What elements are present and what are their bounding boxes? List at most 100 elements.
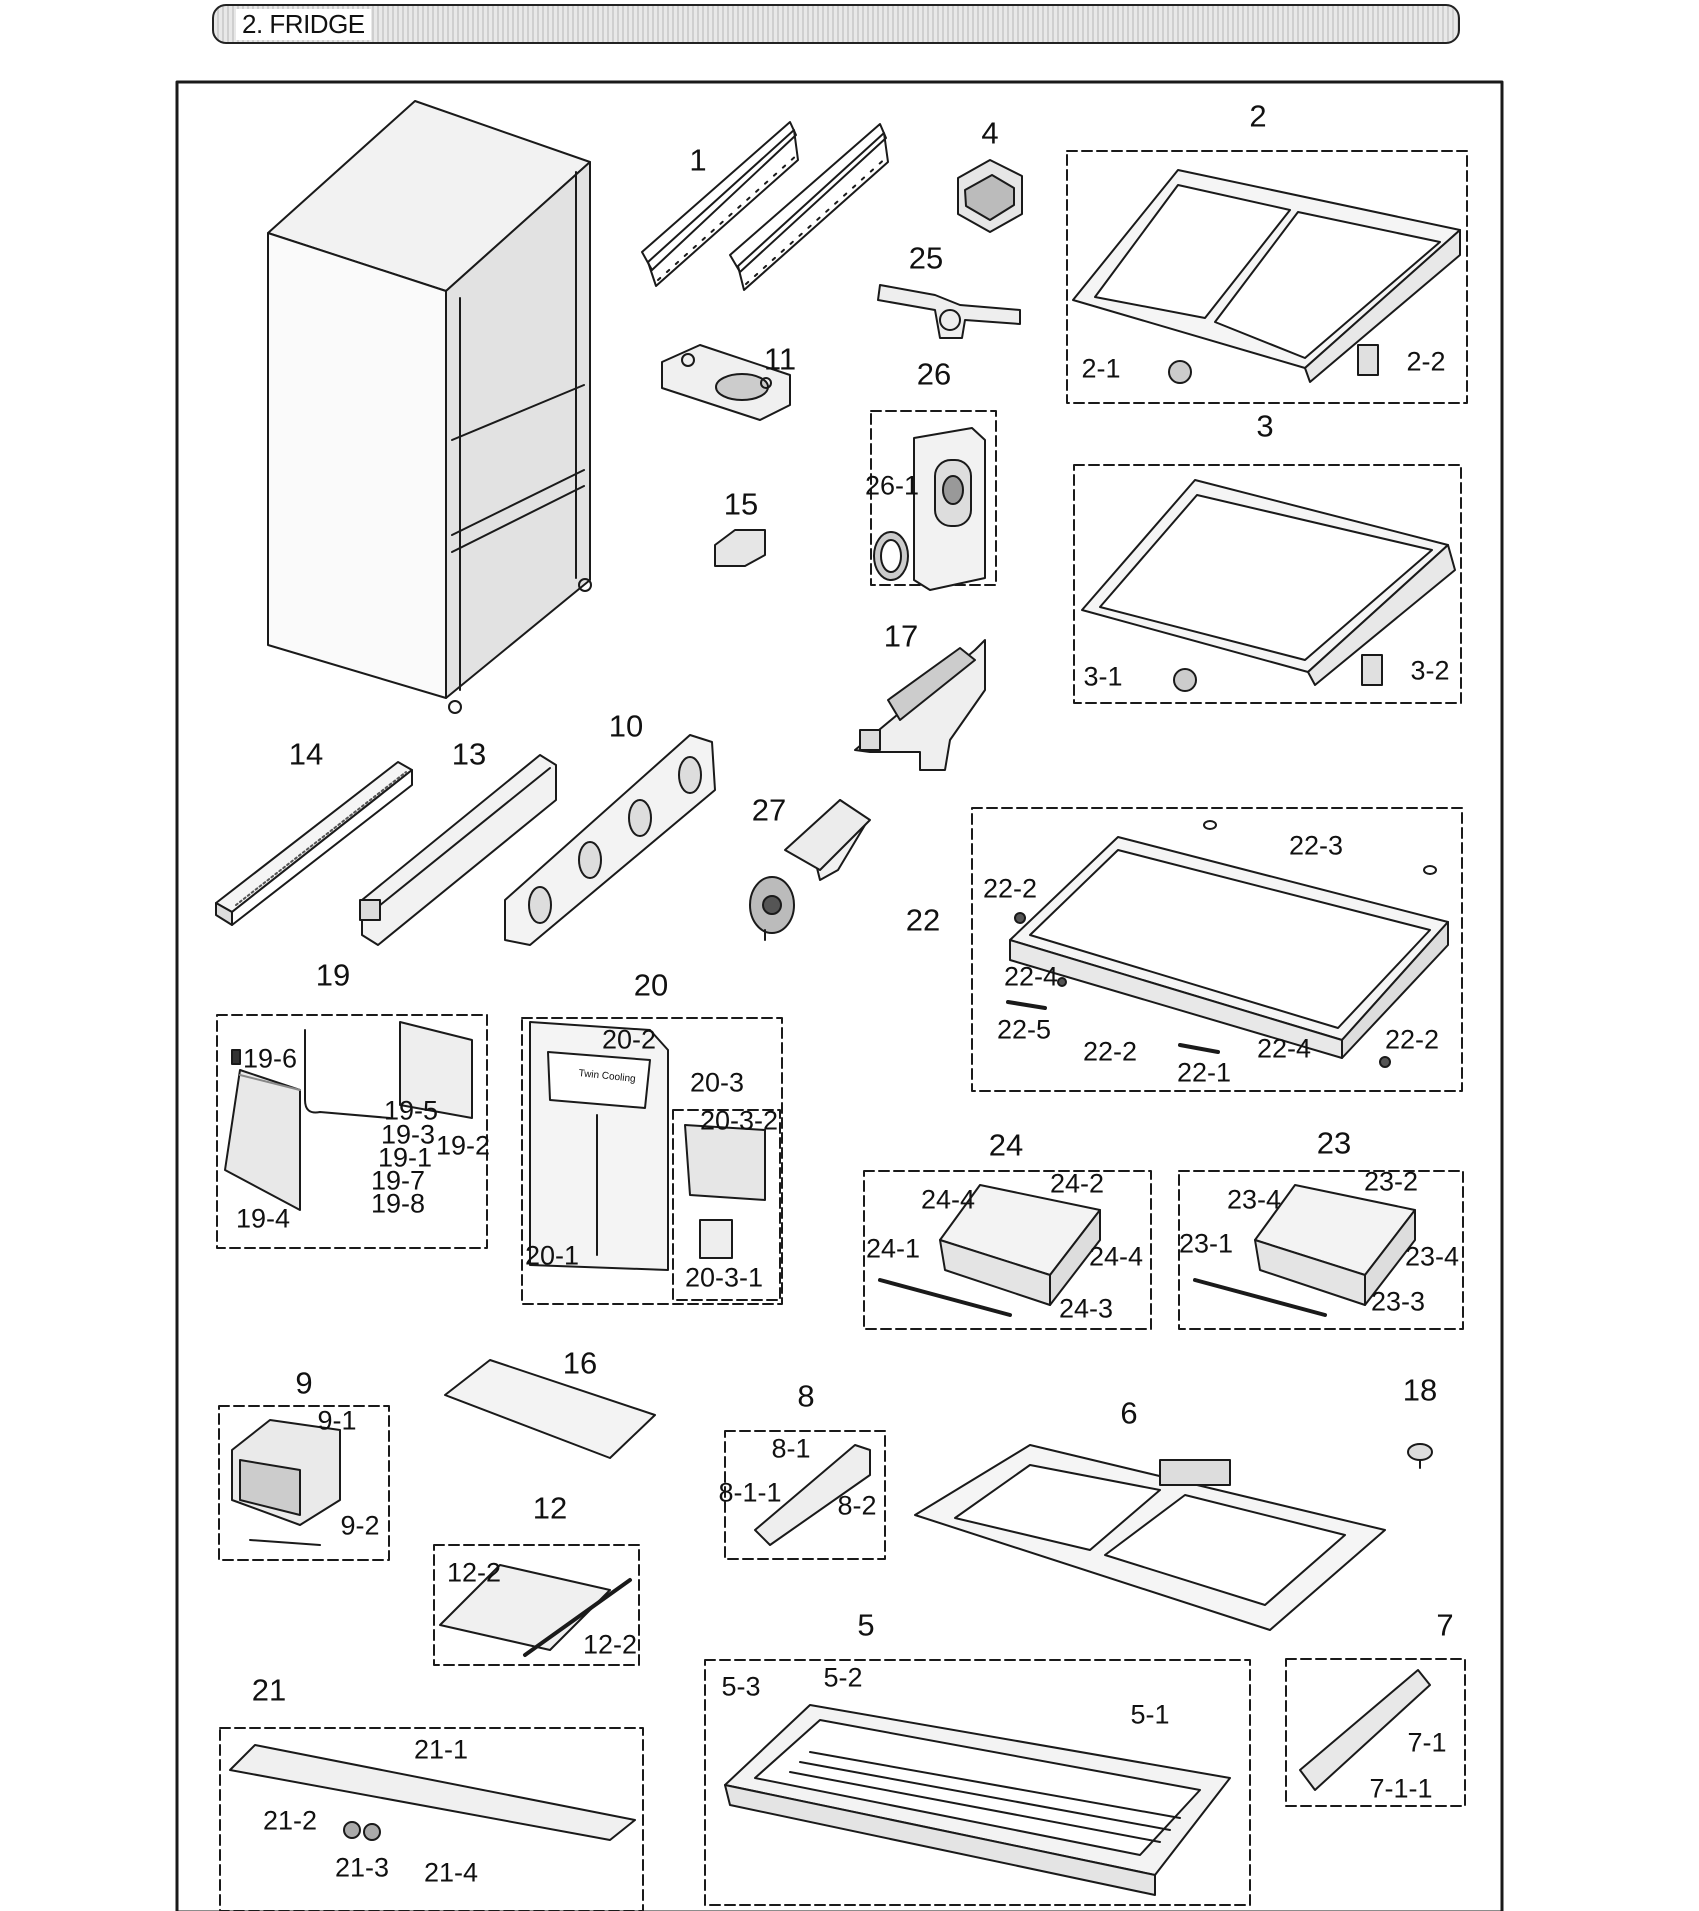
label-22-2a: 22-2 — [982, 873, 1038, 904]
label-13: 13 — [451, 736, 487, 772]
part-9-group — [218, 1405, 390, 1561]
part-7-group — [1285, 1658, 1466, 1807]
label-21: 21 — [251, 1672, 287, 1708]
part-19-group — [216, 1014, 488, 1249]
label-2-2: 2-2 — [1406, 346, 1446, 377]
label-20-2: 20-2 — [601, 1024, 657, 1055]
part-26 — [873, 427, 986, 591]
part-24-tray — [878, 1184, 1101, 1317]
label-9: 9 — [295, 1365, 313, 1401]
label-8-1-1: 8-1-1 — [718, 1477, 782, 1508]
part-20-group — [521, 1017, 783, 1305]
label-21-4: 21-4 — [423, 1857, 479, 1888]
label-3: 3 — [1256, 408, 1274, 444]
label-23-3: 23-3 — [1370, 1286, 1426, 1317]
label-4: 4 — [981, 115, 999, 151]
label-22-1: 22-1 — [1176, 1057, 1232, 1088]
label-1: 1 — [689, 142, 707, 178]
part-14 — [215, 761, 413, 926]
part-24-group — [863, 1170, 1152, 1330]
label-19-1: 19-1 — [377, 1142, 433, 1173]
label-7-1: 7-1 — [1407, 1727, 1447, 1758]
part-22-group — [971, 807, 1463, 1092]
label-7: 7 — [1436, 1607, 1454, 1643]
label-24-4a: 24-4 — [920, 1184, 976, 1215]
label-18: 18 — [1402, 1372, 1438, 1408]
label-19-6: 19-6 — [242, 1043, 298, 1074]
label-22-5: 22-5 — [996, 1014, 1052, 1045]
label-12-2b: 12-2 — [582, 1629, 638, 1660]
label-25: 25 — [908, 240, 944, 276]
part-22-shelf — [1006, 820, 1449, 1068]
label-3-1: 3-1 — [1083, 661, 1123, 692]
label-19-7: 19-7 — [370, 1165, 426, 1196]
part-16 — [444, 1359, 656, 1459]
part-20-3-group — [672, 1109, 781, 1301]
label-23-2: 23-2 — [1363, 1166, 1419, 1197]
label-19-4: 19-4 — [235, 1203, 291, 1234]
label-19-5: 19-5 — [383, 1095, 439, 1126]
part-20-door-panel — [529, 1021, 766, 1271]
part-2-shelf — [1072, 169, 1461, 384]
part-4 — [957, 159, 1023, 233]
part-27-filter — [749, 799, 871, 941]
part-9-unit — [231, 1419, 341, 1546]
label-7-1-1: 7-1-1 — [1369, 1773, 1433, 1804]
part-5-group — [704, 1659, 1251, 1906]
part-21-group — [219, 1727, 644, 1911]
label-22-3: 22-3 — [1288, 830, 1344, 861]
label-22-2c: 22-2 — [1384, 1024, 1440, 1055]
label-24-4b: 24-4 — [1088, 1241, 1144, 1272]
label-26: 26 — [916, 356, 952, 392]
cabinet-part — [267, 100, 592, 714]
part-12 — [439, 1564, 611, 1651]
label-5-3: 5-3 — [721, 1671, 761, 1702]
part-23-group — [1178, 1170, 1464, 1330]
part-17 — [854, 639, 986, 771]
label-24-2: 24-2 — [1049, 1168, 1105, 1199]
part-19-parts — [224, 1021, 473, 1211]
section-title: 2. FRIDGE — [236, 9, 371, 40]
label-5: 5 — [857, 1607, 875, 1643]
part-10 — [504, 734, 716, 946]
part-6-cover — [914, 1444, 1386, 1631]
part-2-group — [1066, 150, 1468, 404]
label-22-4b: 22-4 — [1256, 1033, 1312, 1064]
part-23-tray — [1193, 1184, 1416, 1317]
part-11 — [661, 344, 791, 421]
part-18 — [1407, 1443, 1433, 1469]
part-8 — [754, 1444, 871, 1546]
part-15 — [714, 529, 766, 567]
label-22-4a: 22-4 — [1003, 961, 1059, 992]
label-20-3-2: 20-3-2 — [699, 1105, 779, 1136]
label-19: 19 — [315, 957, 351, 993]
label-26-1: 26-1 — [864, 470, 920, 501]
label-24-1: 24-1 — [865, 1233, 921, 1264]
label-10: 10 — [608, 708, 644, 744]
label-20-3-1: 20-3-1 — [684, 1262, 764, 1293]
label-23-1: 23-1 — [1178, 1228, 1234, 1259]
label-23: 23 — [1316, 1125, 1352, 1161]
part-5-tray — [724, 1704, 1231, 1896]
label-8: 8 — [797, 1378, 815, 1414]
label-22-2b: 22-2 — [1082, 1036, 1138, 1067]
label-19-8: 19-8 — [370, 1188, 426, 1219]
label-27: 27 — [751, 792, 787, 828]
label-2-1: 2-1 — [1081, 353, 1121, 384]
label-2: 2 — [1249, 98, 1267, 134]
part-3-shelf — [1081, 479, 1456, 692]
part-3-group — [1073, 464, 1462, 704]
label-3-2: 3-2 — [1410, 655, 1450, 686]
label-5-2: 5-2 — [823, 1662, 863, 1693]
label-20-1: 20-1 — [524, 1240, 580, 1271]
label-16: 16 — [562, 1345, 598, 1381]
label-21-1: 21-1 — [413, 1734, 469, 1765]
label-6: 6 — [1120, 1395, 1138, 1431]
label-5-1: 5-1 — [1130, 1699, 1170, 1730]
label-15: 15 — [723, 486, 759, 522]
label-20-3: 20-3 — [689, 1067, 745, 1098]
label-8-1: 8-1 — [771, 1433, 811, 1464]
label-23-4a: 23-4 — [1226, 1184, 1282, 1215]
label-14: 14 — [288, 736, 324, 772]
